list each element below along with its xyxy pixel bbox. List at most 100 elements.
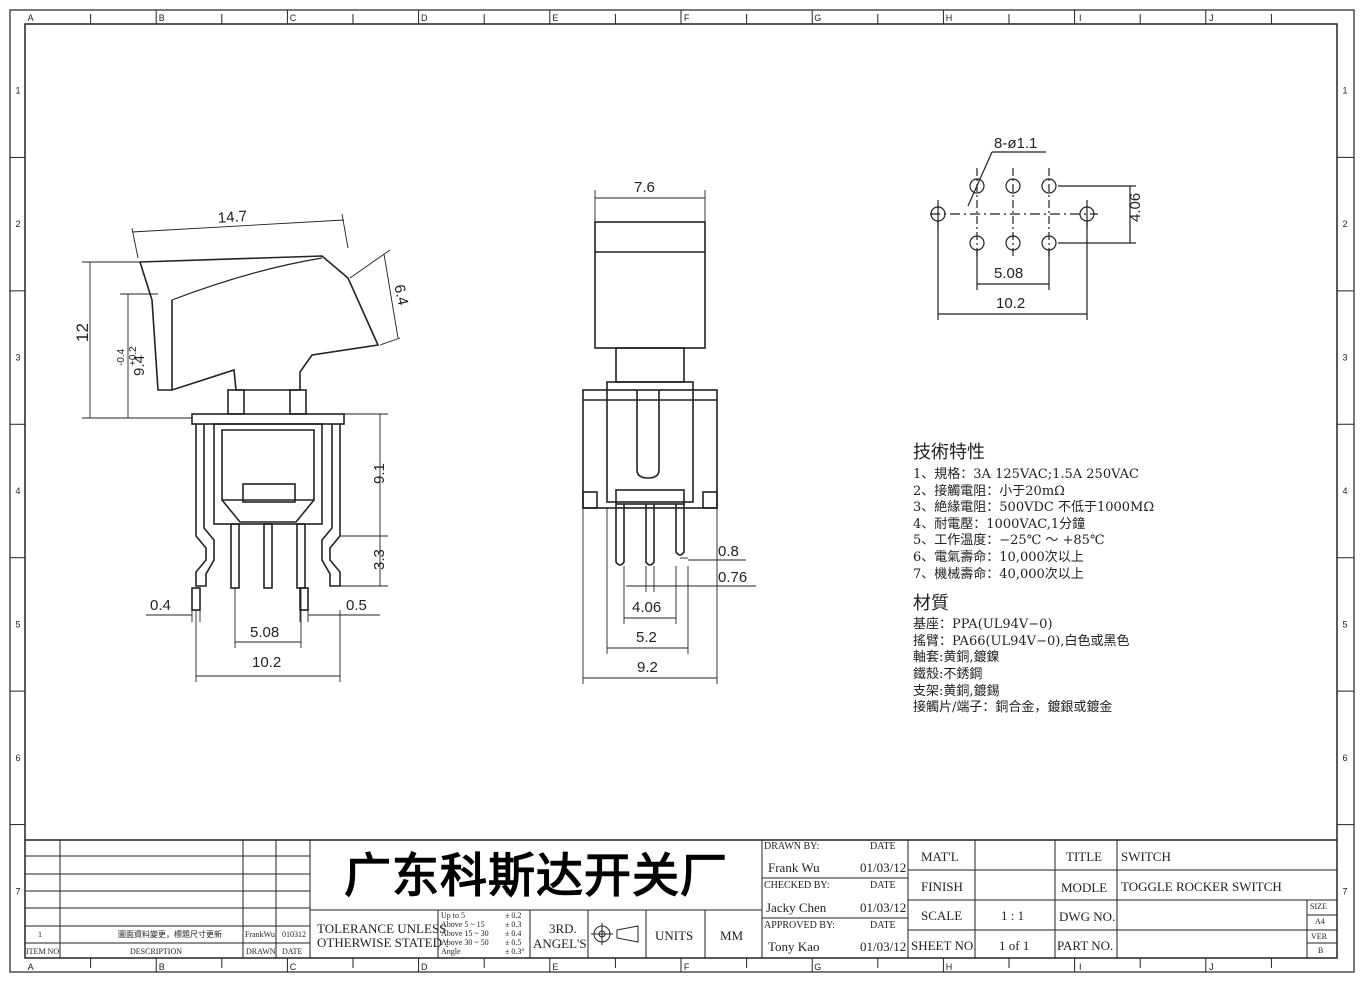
ver-value: B: [1318, 946, 1324, 955]
zone-label: F: [684, 962, 690, 972]
dim-inner: 5.2: [636, 629, 657, 646]
tolerance-range: Above 15 ~ 30: [441, 929, 489, 938]
footprint-labels: 8-ø1.1 4.06 5.08 10.2: [994, 135, 1144, 312]
zone-label: 7: [15, 886, 20, 896]
tolerance-range: Up to 5: [441, 911, 465, 920]
tolerance-range: Above 30 ~ 50: [441, 938, 489, 947]
title-block-grid: [25, 839, 1337, 958]
revision-description: 圖面資料變更，標題尺寸更新: [118, 930, 222, 939]
dim-pin-w1: 0.8: [718, 543, 739, 560]
dim-overall: 9.2: [637, 659, 658, 676]
front-view-labels: 7.6 0.8 0.76 4.06 5.2 9.2: [632, 179, 747, 676]
revision-drawn: FrankWu: [245, 930, 275, 939]
tolerance-value: ± 0.5: [505, 938, 522, 947]
tolerance-label-2: OTHERWISE STATED :: [317, 935, 449, 950]
material-line: 鐵殼:不銹鋼: [913, 666, 983, 682]
zone-label: 6: [15, 753, 20, 763]
model-value: TOGGLE ROCKER SWITCH: [1121, 879, 1282, 894]
zone-label: G: [814, 962, 821, 972]
material-line: 搖臂：PA66(UL94V−0),白色或黑色: [913, 633, 1130, 649]
scale-label: SCALE: [921, 908, 963, 923]
zone-label: B: [159, 13, 165, 23]
date-label: DATE: [870, 880, 896, 891]
dim-rocker-tol-minus: -0.4: [116, 348, 127, 366]
units-value: MM: [720, 928, 744, 943]
zone-label: A: [28, 13, 34, 23]
zone-ticks: [10, 10, 1354, 972]
date-label: DATE: [870, 920, 896, 931]
matl-label: MAT'L: [921, 849, 959, 864]
zone-label: 3: [15, 353, 20, 363]
spec-line: 7、機械壽命：40,000次以上: [913, 566, 1084, 582]
checked-by: Jacky Chen: [766, 900, 827, 915]
zone-label: A: [28, 962, 34, 972]
title-label: TITLE: [1066, 849, 1103, 864]
zone-label: 5: [1342, 619, 1347, 629]
dim-footprint-width: 10.2: [996, 295, 1025, 312]
scale-value: 1 : 1: [1001, 908, 1025, 923]
dim-width: 10.2: [252, 654, 281, 671]
dim-footprint-pitch: 5.08: [994, 265, 1023, 282]
dim-top-length: 14.7: [217, 208, 247, 227]
title-value: SWITCH: [1121, 849, 1171, 864]
dim-rocker-right: 6.4: [390, 283, 411, 307]
zone-label: D: [421, 962, 428, 972]
zone-label: J: [1209, 962, 1214, 972]
dim-rocker-height: 9.4: [131, 355, 148, 376]
zone-label: E: [552, 13, 558, 23]
dim-pin-length: 3.3: [371, 549, 388, 570]
drawn-date: 01/03/12: [860, 860, 907, 875]
zone-label: B: [159, 962, 165, 972]
material-title: 材質: [913, 593, 949, 615]
zone-label: 4: [15, 486, 20, 496]
approved-date: 01/03/12: [860, 939, 907, 954]
tolerance-value: ± 0.3°: [505, 947, 525, 956]
tolerance-label-1: TOLERANCE UNLESS: [317, 921, 447, 936]
outer-frame: [9, 9, 1355, 973]
revision-date: 010312: [282, 930, 306, 939]
dim-pin-right: 0.5: [346, 597, 367, 614]
checked-date: 01/03/12: [860, 900, 907, 915]
angle-label-2: ANGEL'S: [533, 936, 587, 951]
sheet-label: SHEET NO.: [911, 938, 977, 953]
zone-label: 6: [1342, 753, 1347, 763]
zone-label: C: [290, 962, 297, 972]
zone-label: C: [290, 13, 297, 23]
tolerance-value: ± 0.4: [505, 929, 522, 938]
dim-body-height: 9.1: [371, 463, 388, 484]
dim-rocker-tol-plus: +0.2: [128, 346, 139, 366]
tolerance-range: Above 5 ~ 15: [441, 920, 485, 929]
dim-pin-left: 0.4: [150, 597, 171, 614]
part-label: PART NO.: [1057, 938, 1114, 953]
side-view: [138, 255, 380, 611]
date-label: DATE: [870, 841, 896, 852]
dwg-label: DWG NO.: [1059, 909, 1116, 924]
zone-label: J: [1209, 13, 1214, 23]
zone-label: G: [814, 13, 821, 23]
material-line: 基座：PPA(UL94V−0): [913, 617, 1053, 633]
zone-label: F: [684, 13, 690, 23]
size-value: A4: [1315, 917, 1325, 926]
dim-holes: 8-ø1.1: [994, 135, 1037, 152]
zone-label: 3: [1342, 353, 1347, 363]
zone-label: D: [421, 13, 428, 23]
header-date: DATE: [282, 947, 303, 956]
material-line: 軸套:黄銅,鍍鎳: [913, 650, 1000, 666]
checked-by-label: CHECKED BY:: [764, 880, 830, 891]
zone-label: 4: [1342, 486, 1347, 496]
spec-line: 2、接觸電阻：小于20mΩ: [913, 483, 1065, 499]
header-drawn: DRAWN: [246, 947, 276, 956]
finish-label: FINISH: [921, 879, 963, 894]
side-view-labels: 14.7 6.4 12 9.4 +0.2 -0.4 9.1 3.3 0.4 0.…: [73, 208, 411, 671]
side-view-dimensions: [82, 213, 401, 682]
dim-overall-height: 12: [73, 323, 92, 342]
dim-pin-w2: 0.76: [718, 569, 747, 586]
approved-by: Tony Kao: [768, 939, 820, 954]
material-line: 支架:黄銅,鍍錫: [913, 683, 1000, 699]
footprint-view: [930, 151, 1136, 320]
zone-label: H: [946, 13, 953, 23]
zone-label: 2: [15, 219, 20, 229]
company-name: 广东科斯达开关厂: [344, 849, 728, 904]
